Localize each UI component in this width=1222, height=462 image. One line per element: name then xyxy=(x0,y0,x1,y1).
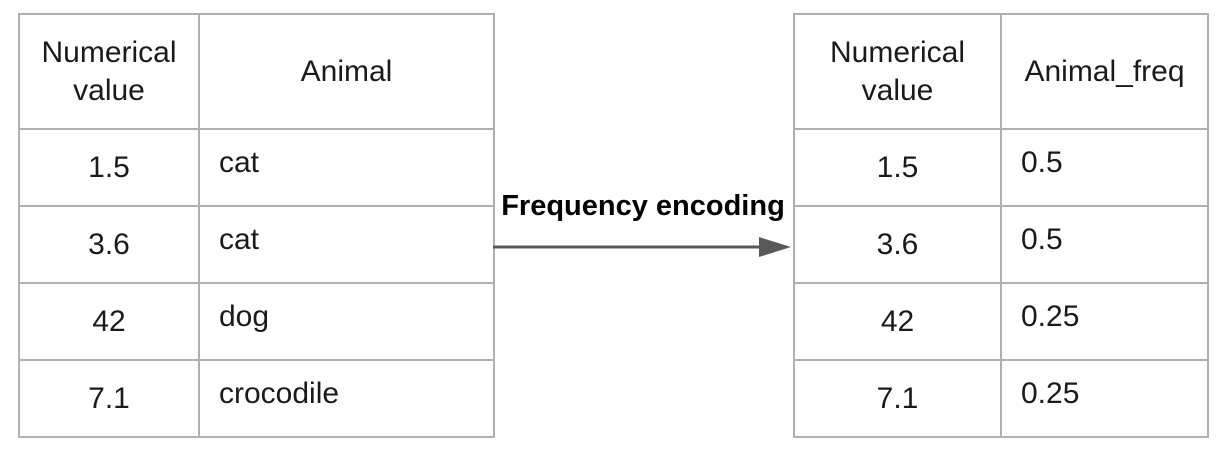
table-row: 7.1 0.25 xyxy=(793,359,1209,438)
column-header-animal: Animal xyxy=(198,13,495,130)
cell-animal-freq: 0.25 xyxy=(1000,282,1209,361)
cell-numerical-value: 7.1 xyxy=(18,359,200,438)
cell-numerical-value: 1.5 xyxy=(18,128,200,207)
table-row: 3.6 cat xyxy=(18,205,495,284)
cell-animal-freq: 0.5 xyxy=(1000,128,1209,207)
cell-numerical-value: 42 xyxy=(793,282,1002,361)
cell-animal: crocodile xyxy=(198,359,495,438)
arrow-label: Frequency encoding xyxy=(501,190,785,222)
output-table-header-row: Numerical value Animal_freq xyxy=(793,13,1209,130)
cell-numerical-value: 42 xyxy=(18,282,200,361)
cell-numerical-value: 1.5 xyxy=(793,128,1002,207)
table-row: 42 0.25 xyxy=(793,282,1209,361)
column-header-animal-freq: Animal_freq xyxy=(1000,13,1209,130)
table-row: 1.5 cat xyxy=(18,128,495,207)
cell-animal: cat xyxy=(198,205,495,284)
cell-numerical-value: 7.1 xyxy=(793,359,1002,438)
table-row: 42 dog xyxy=(18,282,495,361)
output-table: Numerical value Animal_freq 1.5 0.5 3.6 … xyxy=(793,13,1209,438)
cell-animal: cat xyxy=(198,128,495,207)
table-row: 1.5 0.5 xyxy=(793,128,1209,207)
column-header-numerical-value: Numerical value xyxy=(793,13,1002,130)
cell-animal-freq: 0.5 xyxy=(1000,205,1209,284)
input-table: Numerical value Animal 1.5 cat 3.6 cat 4… xyxy=(18,13,495,438)
input-table-header-row: Numerical value Animal xyxy=(18,13,495,130)
table-row: 7.1 crocodile xyxy=(18,359,495,438)
cell-numerical-value: 3.6 xyxy=(793,205,1002,284)
cell-animal: dog xyxy=(198,282,495,361)
table-row: 3.6 0.5 xyxy=(793,205,1209,284)
arrow-right-icon xyxy=(493,237,791,257)
cell-animal-freq: 0.25 xyxy=(1000,359,1209,438)
cell-numerical-value: 3.6 xyxy=(18,205,200,284)
column-header-numerical-value: Numerical value xyxy=(18,13,200,130)
